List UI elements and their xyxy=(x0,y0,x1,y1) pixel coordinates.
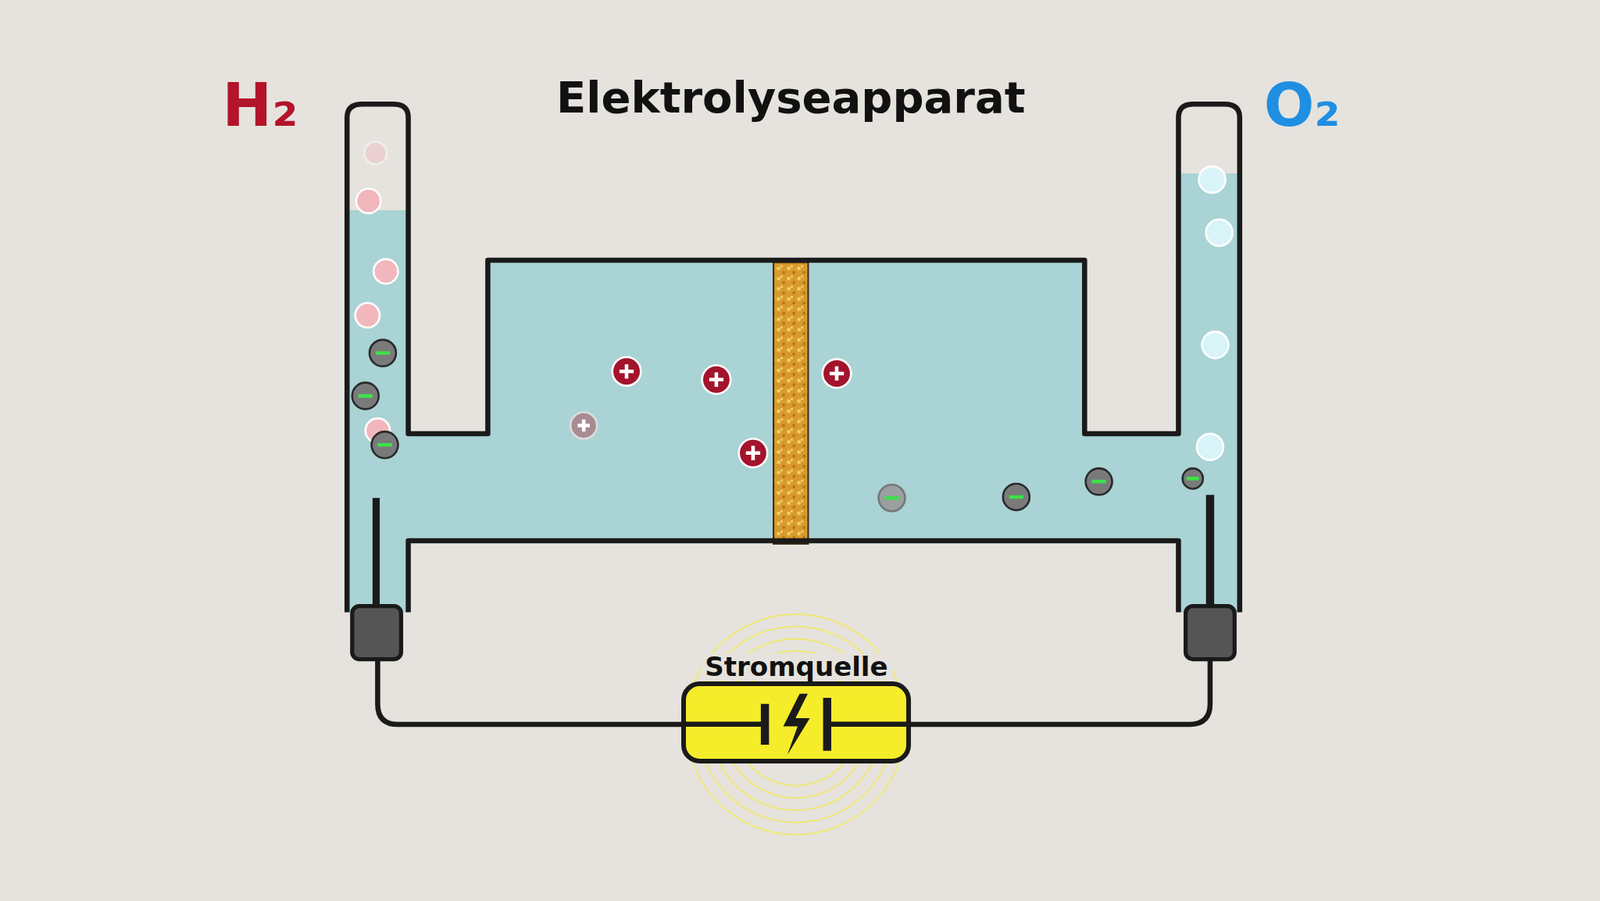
battery-symbol xyxy=(681,681,911,763)
electrode xyxy=(1206,494,1215,612)
oxygen-bubbles xyxy=(1196,166,1233,461)
title: Elektrolyseapparat xyxy=(556,75,1025,120)
apparatus-outline xyxy=(346,103,1240,612)
node-heading: Stromquelle xyxy=(701,653,891,680)
power-source: Stromquelle xyxy=(681,681,911,763)
positive-ions xyxy=(570,357,851,468)
water xyxy=(346,103,1240,612)
gas-space xyxy=(1180,106,1238,174)
membrane xyxy=(773,262,808,544)
stopper xyxy=(1185,606,1236,660)
negative-ions xyxy=(352,339,1204,511)
stopper xyxy=(352,606,402,660)
electrode xyxy=(372,497,380,612)
gas-label: H₂ xyxy=(222,75,299,136)
gas-label: O₂ xyxy=(1264,75,1341,136)
